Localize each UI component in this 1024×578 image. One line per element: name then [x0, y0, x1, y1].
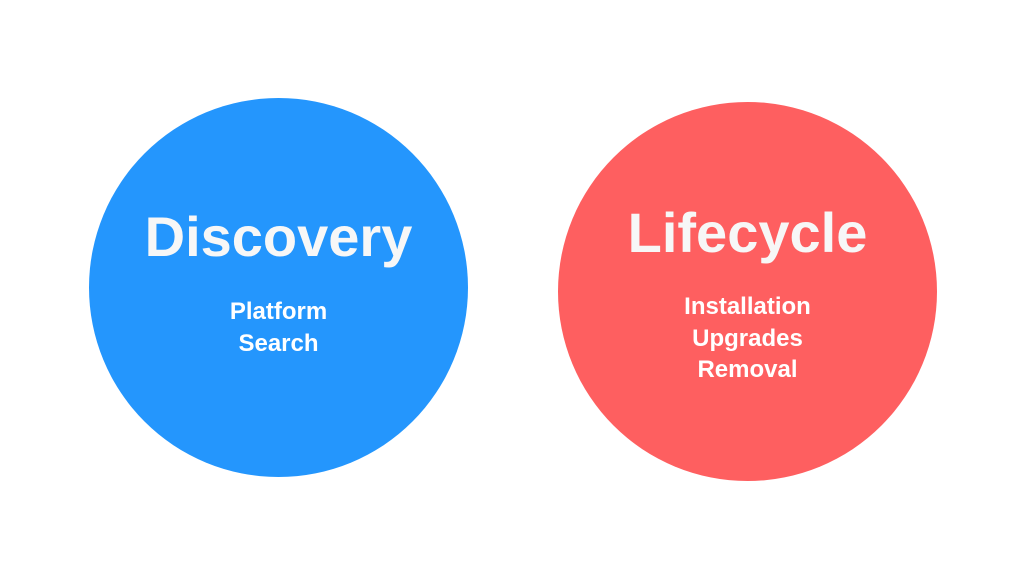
lifecycle-item-removal: Removal [697, 356, 798, 383]
discovery-item-platform: Platform [229, 298, 328, 325]
lifecycle-item-upgrades: Upgrades [692, 324, 803, 352]
discovery-item-search: Search [238, 329, 319, 357]
discovery-item-list: Platform Search [89, 296, 468, 359]
lifecycle-title: Lifecycle [627, 201, 868, 264]
discovery-title: Discovery [144, 205, 413, 268]
lifecycle-circle: Lifecycle Installation Upgrades Removal [558, 102, 937, 481]
lifecycle-item-installation: Installation [684, 293, 811, 320]
lifecycle-item-list: Installation Upgrades Removal [558, 291, 937, 386]
discovery-circle: Discovery Platform Search [89, 98, 468, 477]
